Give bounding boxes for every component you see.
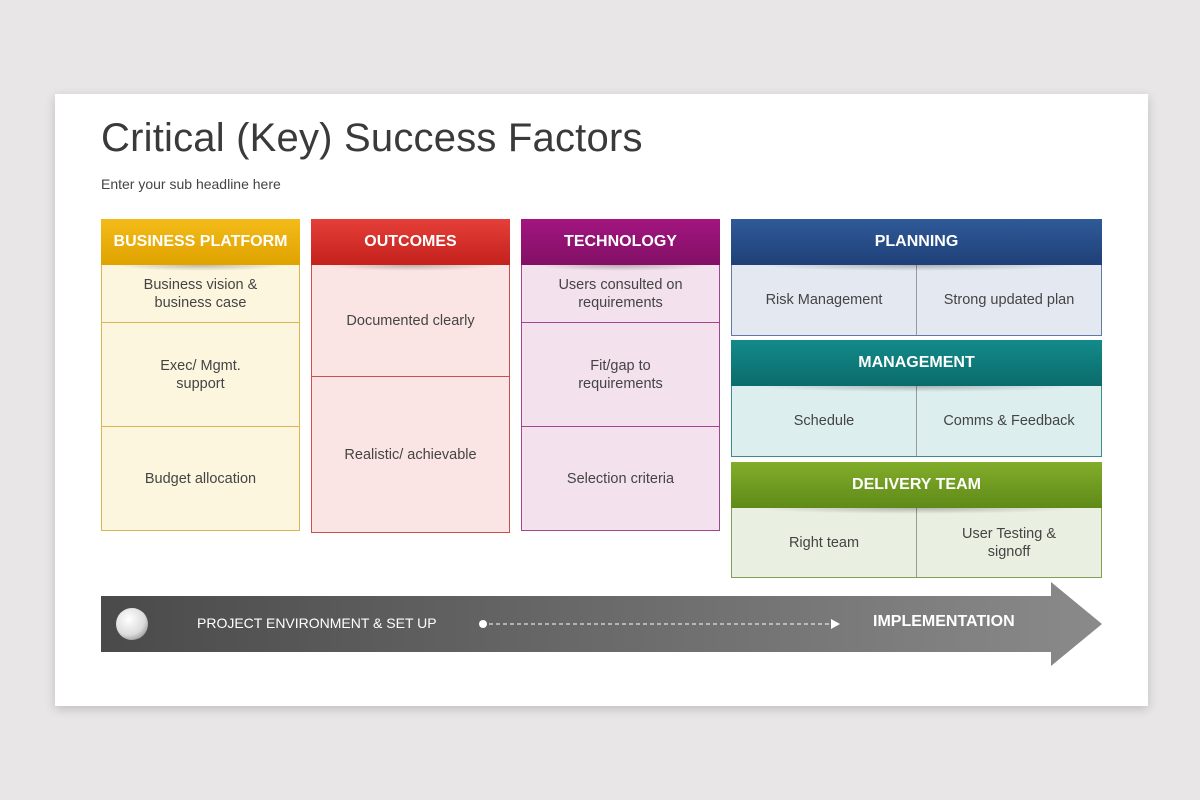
progress-arrow <box>101 582 1102 666</box>
factor-cell: Schedule <box>793 413 855 429</box>
column-header: TECHNOLOGY <box>521 219 720 271</box>
factor-cell: Realistic/ achievable <box>311 377 510 533</box>
column-business-platform: BUSINESS PLATFORM Business vision & busi… <box>101 219 300 531</box>
factor-cell: Business vision & business case <box>101 265 300 323</box>
column-header: BUSINESS PLATFORM <box>101 219 300 271</box>
factor-pair: Risk Management Strong updated plan <box>731 265 1102 336</box>
arrow-end-label: IMPLEMENTATION <box>873 613 1015 630</box>
slide-title: Critical (Key) Success Factors <box>101 116 643 160</box>
column-outcomes: OUTCOMES Documented clearly Realistic/ a… <box>311 219 510 533</box>
start-circle-icon <box>116 608 148 640</box>
factor-cell: Fit/gap to requirements <box>521 323 720 427</box>
factor-cell: Budget allocation <box>101 427 300 531</box>
factor-cell: Exec/ Mgmt. support <box>101 323 300 427</box>
column-technology: TECHNOLOGY Users consulted on requiremen… <box>521 219 720 531</box>
block-header: PLANNING <box>731 219 1102 271</box>
factor-cell: Comms & Feedback <box>916 386 1101 456</box>
factor-cell: Strong updated plan <box>916 265 1101 335</box>
dot-icon <box>479 620 487 628</box>
arrow-start-label: PROJECT ENVIRONMENT & SET UP <box>197 615 437 631</box>
block-planning: PLANNING Risk Management Strong updated … <box>731 219 1102 336</box>
factor-pair: Right team User Testing & signoff <box>731 508 1102 578</box>
slide-subtitle: Enter your sub headline here <box>101 176 281 192</box>
factor-cell: Users consulted on requirements <box>521 265 720 323</box>
factor-pair: Schedule Comms & Feedback <box>731 386 1102 457</box>
column-header: OUTCOMES <box>311 219 510 271</box>
block-delivery-team: DELIVERY TEAM Right team User Testing & … <box>731 462 1102 578</box>
block-header: MANAGEMENT <box>731 340 1102 392</box>
block-management: MANAGEMENT Schedule Comms & Feedback <box>731 340 1102 457</box>
block-header: DELIVERY TEAM <box>731 462 1102 514</box>
factor-cell: Documented clearly <box>311 265 510 377</box>
factor-cell: Risk Management <box>765 292 883 308</box>
slide: Critical (Key) Success Factors Enter you… <box>55 94 1148 706</box>
factor-cell: User Testing & signoff <box>916 508 1101 577</box>
arrowhead-icon <box>831 619 840 629</box>
factor-cell: Selection criteria <box>521 427 720 531</box>
factor-cell: Right team <box>788 534 860 551</box>
